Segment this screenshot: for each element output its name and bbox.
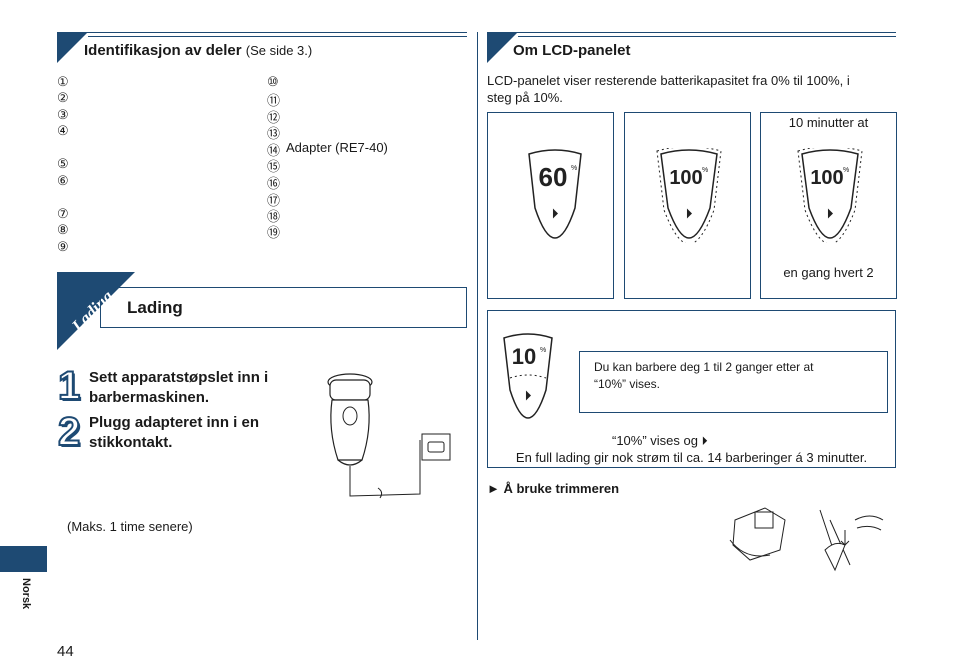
lcd-panel-box-1 <box>487 112 614 299</box>
lcd-display-60: 60 % ⏵ <box>528 149 582 239</box>
panel3-bottom-text: en gang hvert 2 <box>783 265 874 280</box>
lcd-low-battery-box <box>487 310 896 468</box>
step2-number: 2 <box>57 410 81 454</box>
lading-header: Lading <box>127 298 183 317</box>
panel3-top-text: 10 minutter at <box>788 115 869 130</box>
part-number: ④ <box>57 123 69 138</box>
lcd-intro-line1: LCD-panelet viser resterende batterikapa… <box>487 73 850 88</box>
lcd-display-100-b: 100 % ⏵ <box>797 148 863 243</box>
part-number: ② <box>57 90 69 105</box>
step1-line2: barbermaskinen. <box>89 389 210 406</box>
part-number: ⑧ <box>57 222 69 237</box>
lcd-value-60: 60 <box>539 162 568 192</box>
page-number: 44 <box>57 643 74 660</box>
part-number: ⑫ <box>267 110 281 125</box>
part-number: ⑬ <box>267 126 281 141</box>
plug-icon-inline: ⏵ <box>701 434 708 448</box>
shown-label: “10%” vises og ⏵ <box>612 433 708 449</box>
part-number: ⑯ <box>267 176 281 191</box>
section-corner-parts <box>57 32 88 63</box>
part-number: ⑰ <box>267 193 281 208</box>
lcd-value-10: 10 <box>512 344 536 369</box>
part-number: ⑮ <box>267 159 281 174</box>
part-number: ⑦ <box>57 206 69 221</box>
lcd-value-100-b: 100 <box>810 167 843 189</box>
column-divider <box>477 32 478 640</box>
lcd-intro: LCD-panelet viser resterende batterikapa… <box>487 72 850 106</box>
lcd-percent-60: % <box>571 165 577 172</box>
part-number: ⑭ <box>267 143 281 158</box>
part-number: ⑪ <box>267 93 281 108</box>
lcd-display-100-a: 100 % ⏵ <box>656 148 722 243</box>
part-number: ⑤ <box>57 156 69 171</box>
step2-line1: Plugg adapteret inn i en <box>89 414 260 431</box>
trimmer-link[interactable]: ► Å bruke trimmeren <box>487 481 620 496</box>
parts-title-text: Identifikasjon av deler <box>84 42 242 59</box>
part-number: ⑲ <box>267 225 281 240</box>
parts-title: Identifikasjon av deler (Se side 3.) <box>84 42 312 59</box>
divider-top-right <box>487 32 896 33</box>
lcd-panel-box-2 <box>624 112 751 299</box>
lcd-intro-line2: steg på 10%. <box>487 90 563 105</box>
language-tab <box>0 546 47 572</box>
lcd-percent-100-b: % <box>843 167 849 174</box>
lading-tab <box>57 272 135 350</box>
part-number: ③ <box>57 107 69 122</box>
charging-note: (Maks. 1 time senere) <box>67 519 193 534</box>
divider-top-left-2 <box>88 36 467 37</box>
part-number: ① <box>57 74 69 89</box>
tip-line2: “10%” vises. <box>594 377 661 391</box>
adapter-label: Adapter (RE7-40) <box>286 140 388 155</box>
divider-top-left <box>57 32 467 33</box>
step2-line2: stikkontakt. <box>89 434 173 451</box>
plug-icon-2: ⏵ <box>686 205 693 221</box>
plug-icon-4: ⏵ <box>525 387 532 403</box>
lcd-percent-100-a: % <box>702 167 708 174</box>
part-number: ⑱ <box>267 209 281 224</box>
part-number: ⑨ <box>57 239 69 254</box>
tip-line1: Du kan barbere deg 1 til 2 ganger etter … <box>594 360 814 374</box>
plug-icon-1: ⏵ <box>552 205 559 221</box>
shaver-charging-illustration <box>327 373 451 499</box>
tip-box <box>579 351 888 413</box>
step1-number: 1 <box>57 364 81 408</box>
part-number: ⑩ <box>267 74 279 89</box>
lcd-panel-box-3 <box>760 112 897 299</box>
lcd-title: Om LCD-panelet <box>513 42 631 59</box>
plug-icon-3: ⏵ <box>827 205 834 221</box>
step1-line1: Sett apparatstøpslet inn i <box>89 369 269 386</box>
full-charge-text: En full lading gir nok strøm til ca. 14 … <box>515 450 868 465</box>
parts-title-ref: (Se side 3.) <box>245 43 313 58</box>
step2-text: Plugg adapteret inn i en stikkontakt. <box>89 413 259 453</box>
lading-header-box <box>100 287 467 328</box>
step1-text: Sett apparatstøpslet inn i barbermaskine… <box>89 368 268 408</box>
lcd-value-100-a: 100 <box>669 167 702 189</box>
divider-top-right-2 <box>518 36 896 37</box>
section-corner-lcd <box>487 32 518 63</box>
language-label: Norsk <box>20 578 32 610</box>
part-number: ⑥ <box>57 173 69 188</box>
tip-text: Du kan barbere deg 1 til 2 ganger etter … <box>594 359 813 393</box>
shown-label-text: “10%” vises og <box>612 433 698 448</box>
trimmer-illustration <box>729 507 884 572</box>
lcd-percent-10: % <box>540 347 546 354</box>
lcd-display-10: 10 % ⏵ <box>503 333 553 419</box>
